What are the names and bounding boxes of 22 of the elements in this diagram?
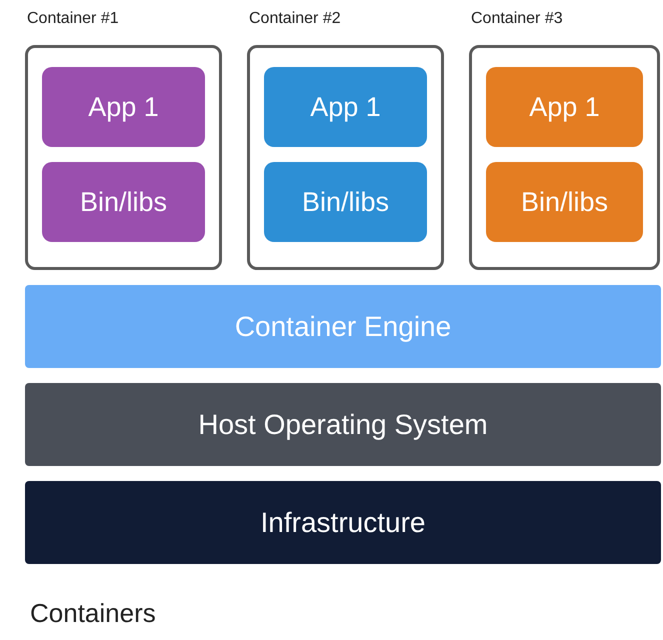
layer-block — [264, 67, 427, 147]
block-label: App 1 — [88, 92, 159, 122]
block-label: Bin/libs — [80, 186, 168, 218]
layer-block — [486, 162, 643, 242]
block-label: Bin/libs — [520, 186, 608, 218]
band-label: Infrastructure — [260, 506, 426, 538]
block-label: Bin/libs — [302, 186, 390, 218]
caption-text: Containers — [30, 598, 156, 629]
block-label: App 1 — [310, 92, 381, 122]
layer-block — [42, 162, 205, 242]
block-label: App 1 — [529, 92, 600, 122]
band-label: Host Operating System — [198, 408, 488, 440]
container-heading: Container #1 — [27, 10, 119, 28]
layer-block — [486, 67, 643, 147]
layer-band — [25, 285, 661, 368]
layer-band — [25, 383, 661, 466]
layer-block — [42, 67, 205, 147]
container-heading: Container #3 — [471, 10, 563, 28]
container-heading: Container #2 — [249, 10, 341, 28]
layer-block — [264, 162, 427, 242]
band-label: Container Engine — [234, 310, 452, 342]
layer-band — [25, 481, 661, 564]
